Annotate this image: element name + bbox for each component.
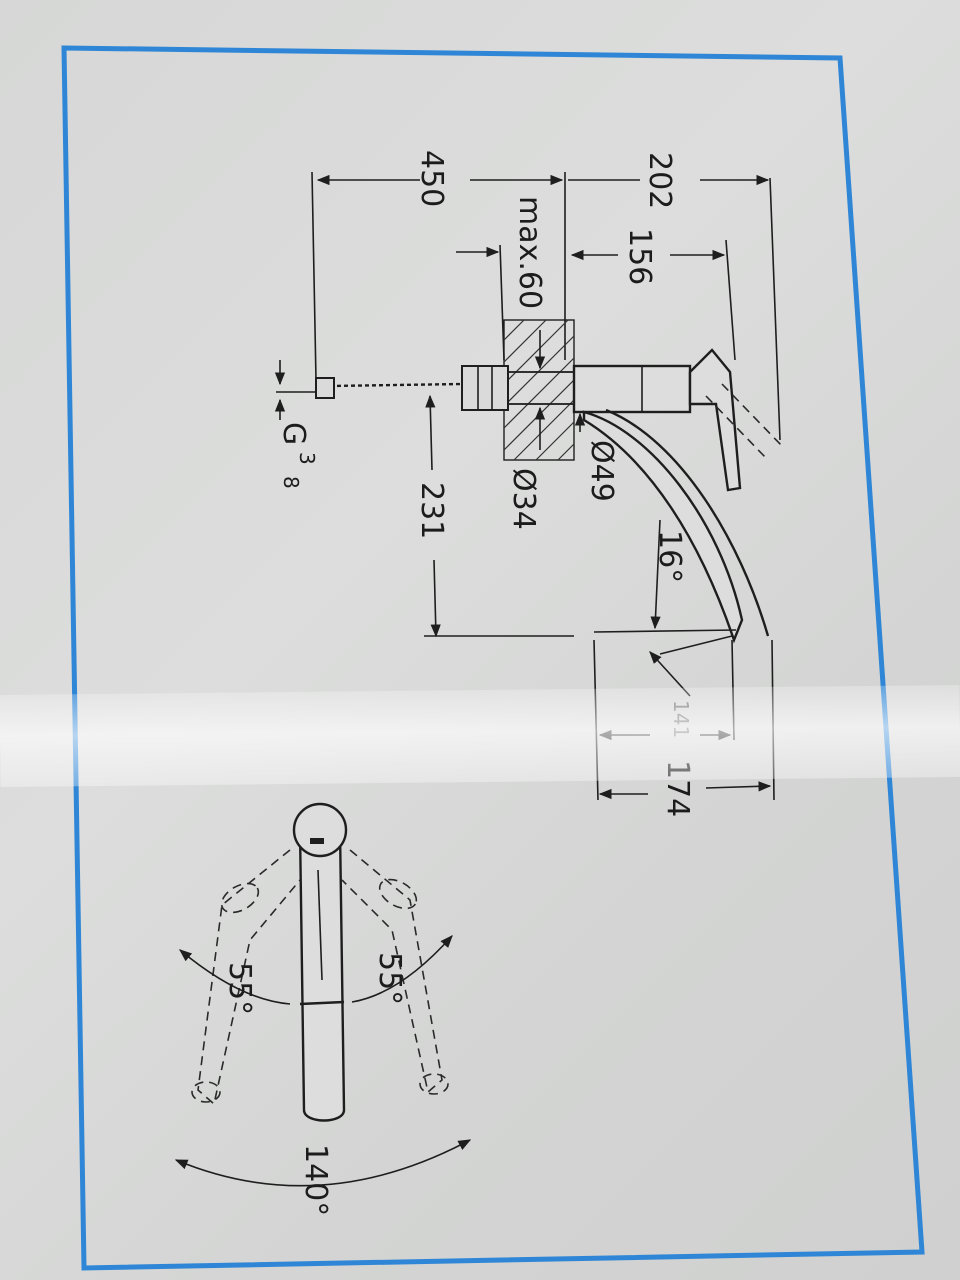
dim-16deg-label: 16° — [652, 530, 687, 583]
lever-handle — [688, 348, 742, 492]
dim-156-label: 156 — [622, 228, 657, 285]
top-view: 55° 55° 140° — [174, 802, 472, 1216]
angle-right-label: 55° — [372, 952, 407, 1005]
dim-d34-label: Ø34 — [506, 468, 541, 530]
spout — [582, 410, 744, 644]
blue-frame — [61, 45, 925, 1271]
angle-total-label: 140° — [298, 1144, 333, 1216]
dim-450-label: 450 — [414, 150, 449, 207]
dim-174-label: 174 — [660, 760, 695, 817]
dim-max60-label: max.60 — [512, 196, 547, 309]
angle-left-label: 55° — [222, 962, 257, 1015]
dim-connection-sub: 8 — [279, 476, 303, 489]
side-view: 202 156 450 max.60 Ø49 Ø34 G 3 8 231 16°… — [274, 150, 783, 817]
dim-231-label: 231 — [414, 482, 449, 539]
deck-section — [503, 319, 575, 461]
dim-connection-label: G — [276, 422, 311, 445]
dim-connection-sup: 3 — [295, 452, 319, 465]
dim-141-label: 141 — [669, 700, 693, 738]
dim-d49-label: Ø49 — [584, 440, 619, 502]
dim-202-label: 202 — [642, 152, 677, 209]
